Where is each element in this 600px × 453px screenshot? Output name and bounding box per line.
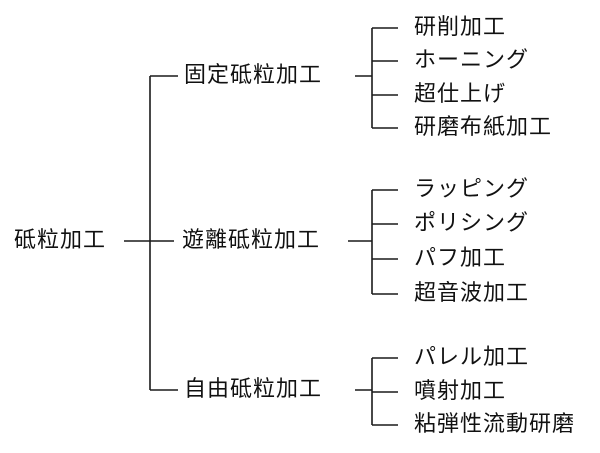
leaf-ultrasonic: 超音波加工 (414, 281, 530, 306)
branch-label-fixed-abrasive: 固定砥粒加工 (184, 63, 323, 88)
root-label: 砥粒加工 (14, 228, 107, 253)
leaf-blasting: 噴射加工 (414, 379, 507, 404)
branch-label-loose-abrasive: 遊離砥粒加工 (182, 228, 321, 253)
leaf-polishing: ポリシング (414, 211, 530, 236)
leaf-honing: ホーニング (414, 48, 530, 73)
leaf-grinding: 研削加工 (414, 15, 507, 40)
leaf-viscoelastic-flow: 粘弾性流動研磨 (414, 412, 576, 437)
leaf-coated-abrasive: 研磨布紙加工 (414, 115, 553, 140)
leaf-superfinishing: 超仕上げ (414, 82, 507, 107)
branch-label-free-abrasive: 自由砥粒加工 (184, 377, 323, 402)
leaf-barrel: パレル加工 (414, 345, 530, 370)
leaf-buffing: パフ加工 (414, 246, 507, 271)
leaf-lapping: ラッピング (414, 177, 530, 202)
